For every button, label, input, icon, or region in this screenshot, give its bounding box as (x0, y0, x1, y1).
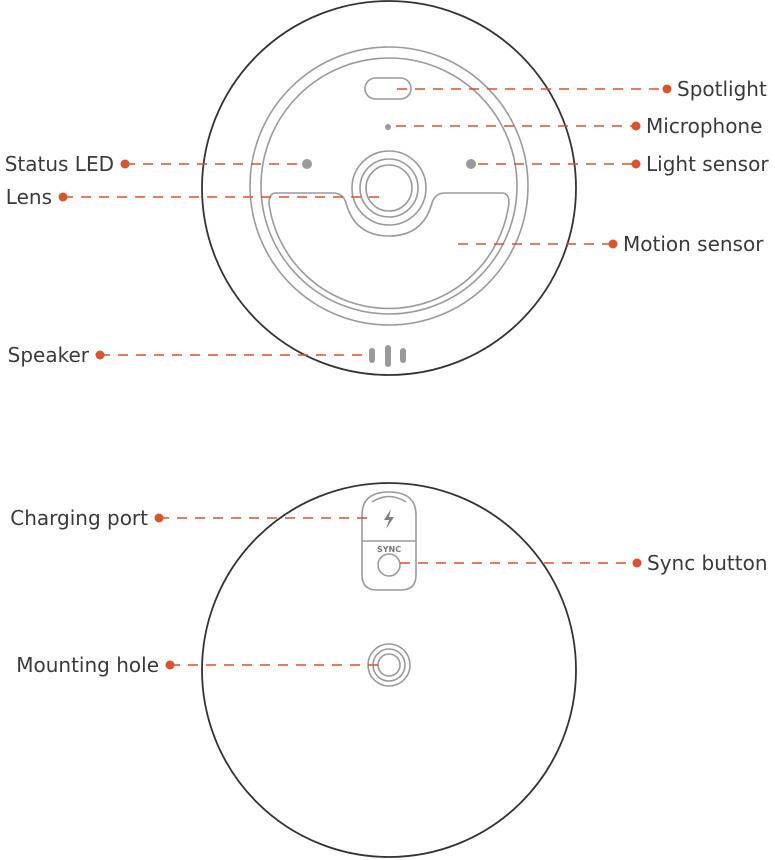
callout-dot (632, 558, 642, 568)
back-body-outline (201, 482, 577, 858)
callout-dot (631, 159, 641, 169)
callout-sync-button: Sync button (400, 551, 768, 575)
label-status-led: Status LED (5, 152, 114, 176)
front-outer-ring (249, 46, 529, 326)
port-module-arc (371, 495, 407, 503)
callout-dot (165, 660, 175, 670)
label-microphone: Microphone (646, 114, 762, 138)
callout-motion-sensor: Motion sensor (458, 232, 764, 256)
label-sync-button: Sync button (647, 551, 768, 575)
spotlight-shape (364, 77, 412, 100)
callout-dot (95, 350, 105, 360)
callout-spotlight: Spotlight (397, 77, 767, 101)
label-motion-sensor: Motion sensor (623, 232, 764, 256)
port-module (361, 491, 417, 591)
mounting-hole-inner (377, 653, 401, 677)
label-lens: Lens (6, 185, 52, 209)
motion-sensor-window (268, 192, 510, 310)
label-light-sensor: Light sensor (646, 152, 769, 176)
callout-dot (154, 513, 164, 523)
callout-microphone: Microphone (396, 114, 762, 138)
status-led-shape (302, 159, 312, 169)
callout-dot (58, 192, 68, 202)
microphone-hole (385, 124, 391, 130)
callout-status-led: Status LED (5, 152, 300, 176)
speaker-slot-left (369, 348, 375, 363)
callout-dot (662, 84, 672, 94)
sync-label: SYNC (377, 545, 401, 554)
lens-outer-ring (351, 150, 427, 226)
front-inner-ring (260, 57, 518, 315)
lens-middle-ring (359, 158, 419, 218)
front-body-outline (201, 0, 577, 376)
label-speaker: Speaker (8, 343, 90, 367)
front-view: Spotlight Microphone Status LED Light se… (5, 0, 769, 376)
callout-dot (608, 239, 618, 249)
speaker-slot-center (385, 345, 391, 367)
callout-lens: Lens (6, 185, 380, 209)
callout-charging-port: Charging port (10, 506, 375, 530)
back-view: SYNC Charging port Sync button Mounting … (10, 482, 768, 858)
speaker-slot-right (400, 348, 406, 363)
lens-inner-ring (365, 164, 413, 212)
callout-dot (631, 121, 641, 131)
label-charging-port: Charging port (10, 506, 148, 530)
callout-dot (120, 159, 130, 169)
callout-light-sensor: Light sensor (478, 152, 769, 176)
label-mounting-hole: Mounting hole (16, 653, 159, 677)
label-spotlight: Spotlight (677, 77, 767, 101)
lightning-icon (384, 509, 394, 529)
sync-button-shape (377, 553, 401, 577)
callout-mounting-hole: Mounting hole (16, 653, 378, 677)
callout-speaker: Speaker (8, 343, 362, 367)
light-sensor-shape (466, 159, 476, 169)
